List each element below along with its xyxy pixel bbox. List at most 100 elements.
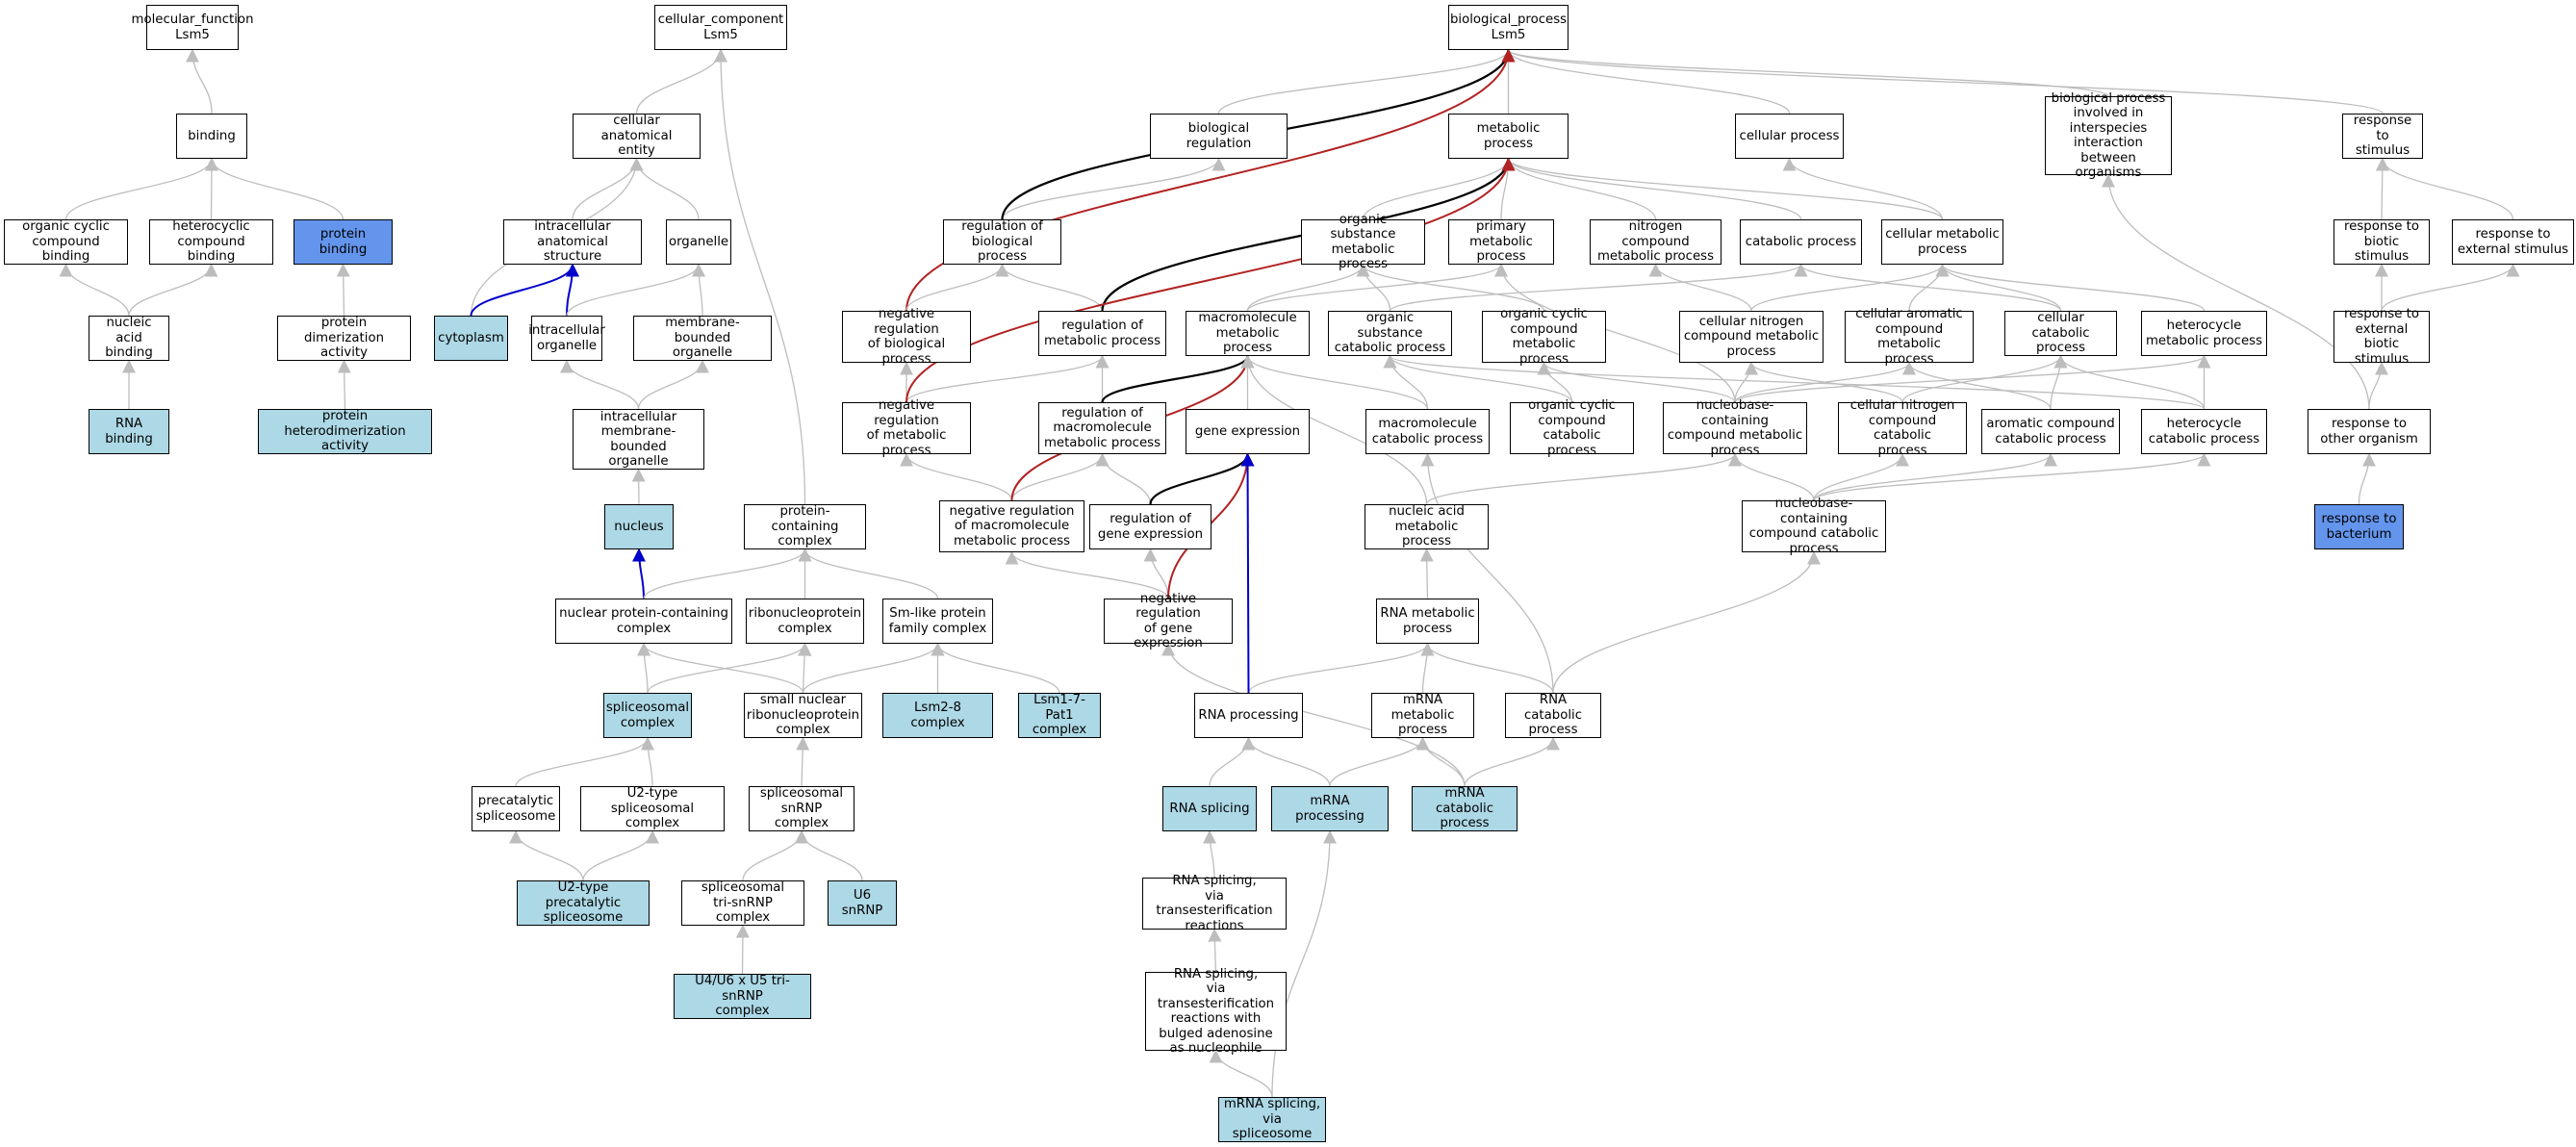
go-term-node-spliceo[interactable]: spliceosomal complex bbox=[603, 693, 692, 738]
go-term-node-hmp[interactable]: heterocycle metabolic process bbox=[2141, 311, 2267, 356]
go-term-node-namp[interactable]: nucleic acid metabolic process bbox=[1365, 504, 1489, 549]
go-term-node-mrnacp[interactable]: mRNA catabolic process bbox=[1412, 786, 1518, 831]
go-term-node-rnab[interactable]: RNA binding bbox=[89, 409, 169, 454]
go-term-node-precat[interactable]: precatalytic spliceosome bbox=[472, 786, 560, 831]
go-term-node-cmp[interactable]: cellular metabolic process bbox=[1881, 219, 2003, 265]
go-term-node-nbccmp[interactable]: nucleobase-containing compound metabolic… bbox=[1663, 398, 1807, 458]
go-term-node-binding[interactable]: binding bbox=[176, 114, 247, 159]
go-term-node-tri[interactable]: spliceosomal tri-snRNP complex bbox=[681, 880, 804, 926]
go-term-node-mbo[interactable]: membrane-bounded organelle bbox=[633, 316, 772, 361]
go-term-node-u6[interactable]: U6 snRNP bbox=[828, 880, 897, 926]
go-term-node-cncmp[interactable]: cellular nitrogen compound metabolic pro… bbox=[1679, 311, 1824, 363]
go-term-node-mrnamp[interactable]: mRNA metabolic process bbox=[1371, 693, 1474, 738]
go-term-node-hcb[interactable]: heterocyclic compound binding bbox=[149, 219, 273, 265]
edge-is-a bbox=[629, 157, 700, 220]
edge-is-a bbox=[572, 157, 644, 220]
go-term-node-rsvt[interactable]: RNA splicing, via transesterification re… bbox=[1142, 874, 1287, 933]
go-term-node-occmp[interactable]: organic cyclic compound metabolic proces… bbox=[1482, 307, 1606, 367]
go-term-node-catab[interactable]: catabolic process bbox=[1740, 219, 1862, 265]
go-term-node-regmmp[interactable]: regulation of macromolecule metabolic pr… bbox=[1038, 402, 1166, 454]
go-term-node-pda[interactable]: protein dimerization activity bbox=[277, 316, 411, 361]
edge-is-a bbox=[2053, 354, 2206, 410]
go-term-node-geneexp[interactable]: gene expression bbox=[1186, 409, 1310, 454]
go-term-node-nrbp[interactable]: negative regulation of biological proces… bbox=[842, 307, 971, 367]
go-term-node-rsvtb[interactable]: RNA splicing, via transesterification re… bbox=[1145, 967, 1287, 1056]
edge-is-a bbox=[59, 263, 130, 317]
go-term-node-rnacp[interactable]: RNA catabolic process bbox=[1505, 693, 1601, 738]
go-term-node-metab[interactable]: metabolic process bbox=[1448, 114, 1569, 159]
go-term-node-snrnp[interactable]: small nuclear ribonucleoprotein complex bbox=[744, 693, 862, 738]
go-term-node-hcp[interactable]: heterocycle catabolic process bbox=[2141, 409, 2267, 454]
go-term-node-occcp[interactable]: organic cyclic compound catabolic proces… bbox=[1510, 398, 1634, 458]
go-term-node-lsm17[interactable]: Lsm1-7-Pat1 complex bbox=[1018, 693, 1101, 738]
go-term-node-u4u6[interactable]: U4/U6 x U5 tri-snRNP complex bbox=[674, 974, 811, 1019]
go-term-node-rnamp[interactable]: RNA metabolic process bbox=[1376, 599, 1479, 644]
go-term-node-ocb[interactable]: organic cyclic compound binding bbox=[4, 219, 128, 265]
edge-is-a bbox=[798, 548, 939, 599]
edge-is-a bbox=[515, 736, 654, 787]
go-term-node-mrnaproc[interactable]: mRNA processing bbox=[1271, 786, 1389, 831]
go-term-node-interspecies[interactable]: biological process involved in interspec… bbox=[2045, 91, 2172, 180]
go-term-node-rtebs[interactable]: response to external biotic stimulus bbox=[2334, 307, 2430, 367]
go-term-node-rtbs[interactable]: response to biotic stimulus bbox=[2334, 219, 2430, 265]
go-term-node-rnaproc[interactable]: RNA processing bbox=[1194, 693, 1303, 738]
go-term-node-nucleus[interactable]: nucleus bbox=[604, 504, 674, 549]
go-term-node-ccp[interactable]: cellular catabolic process bbox=[2004, 311, 2117, 356]
edge-is-a bbox=[2358, 452, 2376, 505]
go-term-node-nrge[interactable]: negative regulation of gene expression bbox=[1104, 592, 1233, 650]
go-term-node-npcc[interactable]: nuclear protein-containing complex bbox=[555, 599, 732, 644]
edge-is-a bbox=[795, 829, 863, 881]
go-term-node-lsm28[interactable]: Lsm2-8 complex bbox=[882, 693, 993, 738]
go-term-node-cacmp[interactable]: cellular aromatic compound metabolic pro… bbox=[1845, 307, 1974, 367]
go-term-node-u2type[interactable]: U2-type spliceosomal complex bbox=[580, 786, 725, 831]
go-term-node-rtes[interactable]: response to external stimulus bbox=[2452, 219, 2574, 265]
go-term-node-rnasplice[interactable]: RNA splicing bbox=[1162, 786, 1257, 831]
go-term-node-cytoplasm[interactable]: cytoplasm bbox=[434, 316, 508, 361]
edge-is-a bbox=[1095, 452, 1152, 505]
go-term-node-pmp[interactable]: primary metabolic process bbox=[1448, 219, 1554, 265]
edge-is-a bbox=[204, 157, 218, 220]
go-term-node-organelle[interactable]: organelle bbox=[666, 219, 731, 265]
go-term-node-oscp[interactable]: organic substance catabolic process bbox=[1328, 311, 1452, 356]
go-term-node-cellproc[interactable]: cellular process bbox=[1735, 114, 1844, 159]
go-term-node-nbcccp[interactable]: nucleobase-containing compound catabolic… bbox=[1742, 497, 1886, 556]
go-term-node-io[interactable]: intracellular organelle bbox=[528, 316, 605, 361]
go-term-node-bp[interactable]: biological_process Lsm5 bbox=[1448, 5, 1569, 50]
go-term-node-ias[interactable]: intracellular anatomical structure bbox=[503, 219, 642, 265]
edge-is-a bbox=[1464, 736, 1560, 787]
go-term-node-mf[interactable]: molecular_function Lsm5 bbox=[132, 5, 254, 50]
edge-is-a bbox=[509, 829, 584, 881]
go-term-node-rnpc[interactable]: ribonucleoprotein complex bbox=[746, 599, 864, 644]
go-term-node-ncmp[interactable]: nitrogen compound metabolic process bbox=[1590, 219, 1722, 265]
go-term-node-ssnrnp[interactable]: spliceosomal snRNP complex bbox=[749, 786, 854, 831]
go-term-node-cae[interactable]: cellular anatomical entity bbox=[573, 114, 701, 159]
go-term-node-smlike[interactable]: Sm-like protein family complex bbox=[882, 599, 993, 644]
go-term-node-nab[interactable]: nucleic acid binding bbox=[89, 316, 169, 361]
go-term-node-imbo[interactable]: intracellular membrane-bounded organelle bbox=[573, 409, 704, 470]
edge-is-a bbox=[1501, 157, 1657, 220]
go-term-node-rts[interactable]: response to stimulus bbox=[2342, 114, 2423, 159]
go-term-node-nrmmp[interactable]: negative regulation of macromolecule met… bbox=[939, 500, 1084, 552]
edge-is-a bbox=[1782, 157, 1944, 220]
go-term-node-rtbact[interactable]: response to bacterium bbox=[2314, 504, 2404, 549]
go-term-node-phda[interactable]: protein heterodimerization activity bbox=[258, 409, 432, 454]
go-term-node-bioreg[interactable]: biological regulation bbox=[1150, 114, 1288, 159]
go-term-node-cnccp[interactable]: cellular nitrogen compound catabolic pro… bbox=[1838, 398, 1967, 458]
go-term-node-pcc[interactable]: protein-containing complex bbox=[744, 504, 866, 549]
go-term-node-accp[interactable]: aromatic compound catabolic process bbox=[1981, 409, 2120, 454]
go-term-node-nrmp[interactable]: negative regulation of metabolic process bbox=[842, 398, 971, 458]
go-term-node-osmp[interactable]: organic substance metabolic process bbox=[1301, 213, 1425, 271]
go-term-node-mrnasplice[interactable]: mRNA splicing, via spliceosome bbox=[1218, 1097, 1326, 1142]
go-term-node-rge[interactable]: regulation of gene expression bbox=[1089, 504, 1211, 549]
go-term-node-mcp[interactable]: macromolecule catabolic process bbox=[1365, 409, 1490, 454]
go-term-node-cc[interactable]: cellular_component Lsm5 bbox=[654, 5, 787, 50]
go-term-node-u2precat[interactable]: U2-type precatalytic spliceosome bbox=[517, 880, 650, 926]
go-term-node-regbp[interactable]: regulation of biological process bbox=[943, 219, 1061, 265]
go-term-node-rtoo[interactable]: response to other organism bbox=[2308, 409, 2431, 454]
go-term-node-mmp[interactable]: macromolecule metabolic process bbox=[1186, 311, 1310, 356]
edge-is-a bbox=[2381, 263, 2520, 312]
go-term-node-protbind[interactable]: protein binding bbox=[293, 219, 393, 265]
edge-part-of bbox=[470, 263, 579, 317]
go-term-node-regmp[interactable]: regulation of metabolic process bbox=[1038, 311, 1166, 356]
